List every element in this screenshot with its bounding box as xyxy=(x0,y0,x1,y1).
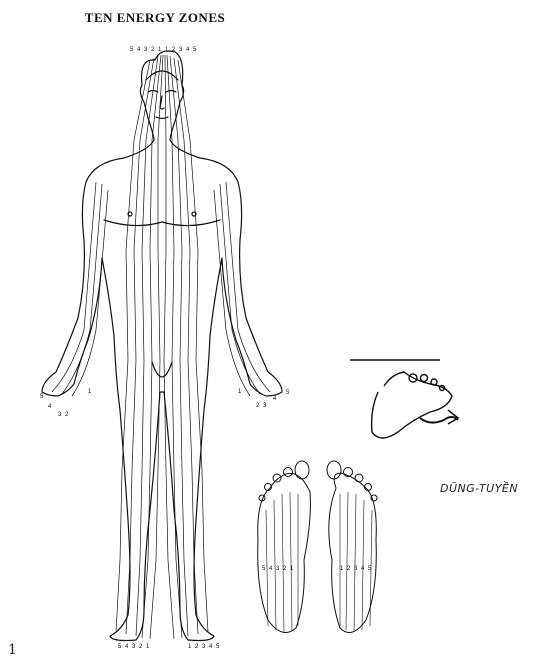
handwritten-label: DŨNG-TUYỀN xyxy=(440,482,518,495)
foot-numbers-right: 1 2 3 4 5 xyxy=(188,644,220,650)
hand-number-5-right: 5 xyxy=(40,394,44,400)
sole-diagrams xyxy=(258,461,377,633)
sole-right xyxy=(329,473,376,632)
page-number: 1 xyxy=(8,642,17,658)
big-toe xyxy=(295,461,309,479)
hand-number-4-left: 4 xyxy=(273,396,277,402)
sole-numbers-right: 1 2 3 4 5 xyxy=(340,566,372,572)
hand-number-32-right: 3 2 xyxy=(58,412,69,418)
hand-number-4-right: 4 xyxy=(48,404,52,410)
foot-sketch xyxy=(350,360,458,438)
toe xyxy=(284,468,293,477)
face-brow-right xyxy=(166,91,176,93)
hand-number-5-left: 5 xyxy=(286,390,290,396)
toe xyxy=(355,474,363,482)
sole-left xyxy=(258,473,311,632)
body-outline xyxy=(42,51,282,641)
head-zone-numbers: 5 4 3 2 1 1 2 3 4 5 xyxy=(130,47,197,53)
face-mouth xyxy=(156,117,168,119)
sole-numbers-left: 5 4 3 2 1 xyxy=(262,566,294,572)
hand-number-23-left: 2 3 xyxy=(256,403,267,409)
groin xyxy=(152,362,172,377)
big-toe xyxy=(327,461,341,479)
hand-number-1-left: 1 xyxy=(238,389,242,395)
chest-line xyxy=(104,220,220,226)
foot-numbers-left: 5 4 3 2 1 xyxy=(118,644,150,650)
hand-number-1-right: 1 xyxy=(88,389,92,395)
toe xyxy=(273,474,281,482)
